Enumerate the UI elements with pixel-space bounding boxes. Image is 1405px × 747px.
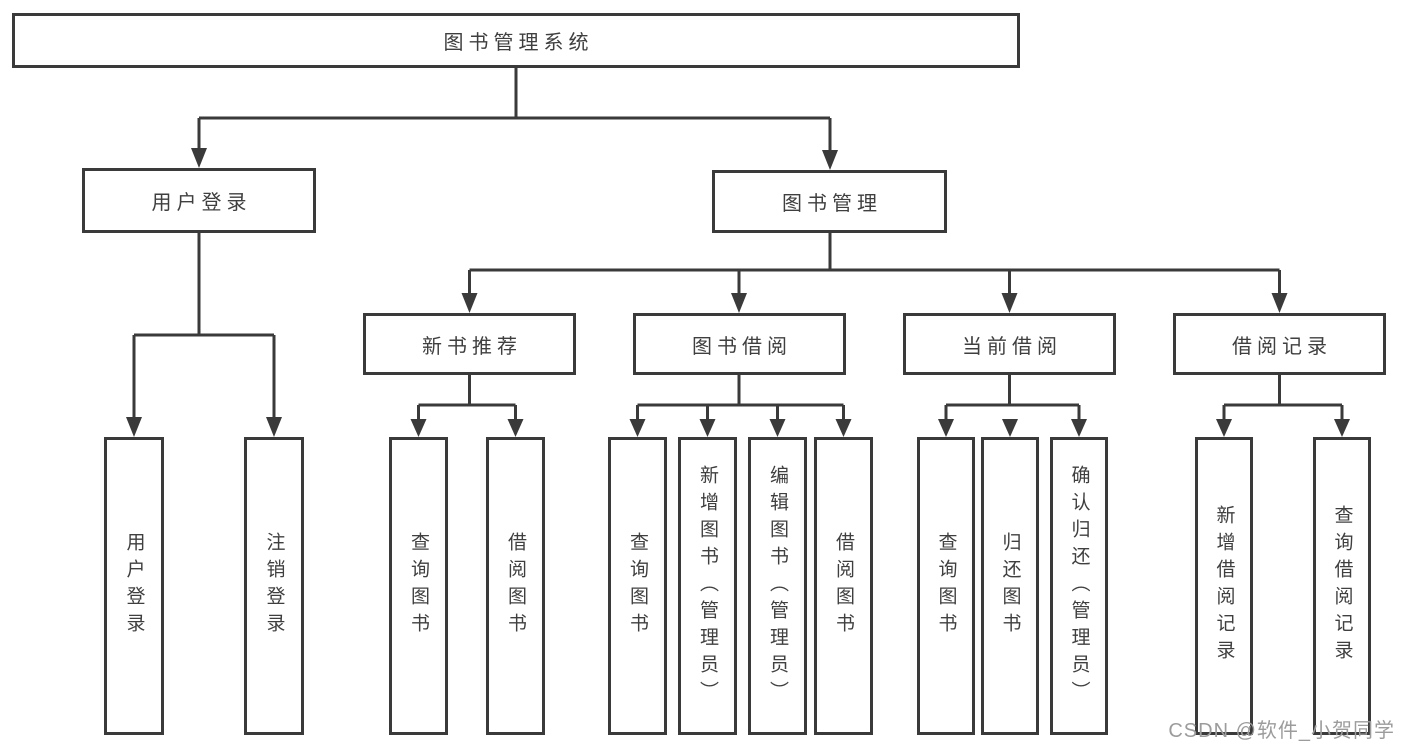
node-new-book-recommendation-label: 新书推荐 — [422, 335, 522, 358]
leaf-borrowing-add-books-admin-label: 新增图书（管理员） — [697, 464, 718, 708]
node-current-borrowing: 当前借阅 — [903, 313, 1116, 375]
leaf-newbook-borrow-books-label: 借阅图书 — [505, 532, 526, 640]
leaf-current-return-books: 归还图书 — [981, 437, 1039, 735]
node-book-management: 图书管理 — [712, 170, 947, 233]
leaf-borrowing-edit-books-admin: 编辑图书（管理员） — [748, 437, 807, 735]
leaf-current-return-books-label: 归还图书 — [999, 532, 1021, 640]
leaf-borrowing-edit-books-admin-label: 编辑图书（管理员） — [767, 464, 788, 708]
leaf-borrowing-query-books-label: 查询图书 — [627, 532, 648, 640]
leaf-current-confirm-return-admin: 确认归还（管理员） — [1050, 437, 1108, 735]
leaf-newbook-query-books-label: 查询图书 — [408, 532, 429, 640]
leaf-current-query-books-label: 查询图书 — [935, 532, 957, 640]
leaf-user-login-label: 用户登录 — [123, 532, 145, 640]
csdn-watermark: CSDN @软件_小贺同学 — [1168, 720, 1395, 742]
node-user-login-branch: 用户登录 — [82, 168, 316, 233]
leaf-current-confirm-return-admin-label: 确认归还（管理员） — [1068, 464, 1090, 708]
leaf-logout-label: 注销登录 — [263, 532, 285, 640]
leaf-records-query-record-label: 查询借阅记录 — [1331, 505, 1353, 667]
node-root-label: 图书管理系统 — [443, 32, 594, 54]
leaf-user-login: 用户登录 — [104, 437, 164, 735]
leaf-current-query-books: 查询图书 — [917, 437, 975, 735]
leaf-newbook-borrow-books: 借阅图书 — [486, 437, 545, 735]
node-borrowing-records-label: 借阅记录 — [1232, 335, 1332, 358]
leaf-records-add-record: 新增借阅记录 — [1195, 437, 1253, 735]
leaf-records-query-record: 查询借阅记录 — [1313, 437, 1371, 735]
leaf-borrowing-borrow-books-label: 借阅图书 — [833, 532, 854, 640]
node-user-login-branch-label: 用户登录 — [151, 192, 252, 214]
node-current-borrowing-label: 当前借阅 — [962, 335, 1062, 358]
leaf-newbook-query-books: 查询图书 — [389, 437, 448, 735]
node-book-borrowing-label: 图书借阅 — [692, 335, 792, 358]
node-book-management-label: 图书管理 — [782, 193, 882, 215]
leaf-borrowing-borrow-books: 借阅图书 — [814, 437, 873, 735]
node-root: 图书管理系统 — [12, 13, 1020, 68]
leaf-logout: 注销登录 — [244, 437, 304, 735]
node-borrowing-records: 借阅记录 — [1173, 313, 1386, 375]
leaf-borrowing-query-books: 查询图书 — [608, 437, 667, 735]
leaf-borrowing-add-books-admin: 新增图书（管理员） — [678, 437, 737, 735]
node-new-book-recommendation: 新书推荐 — [363, 313, 576, 375]
leaf-records-add-record-label: 新增借阅记录 — [1213, 505, 1235, 667]
node-book-borrowing: 图书借阅 — [633, 313, 846, 375]
